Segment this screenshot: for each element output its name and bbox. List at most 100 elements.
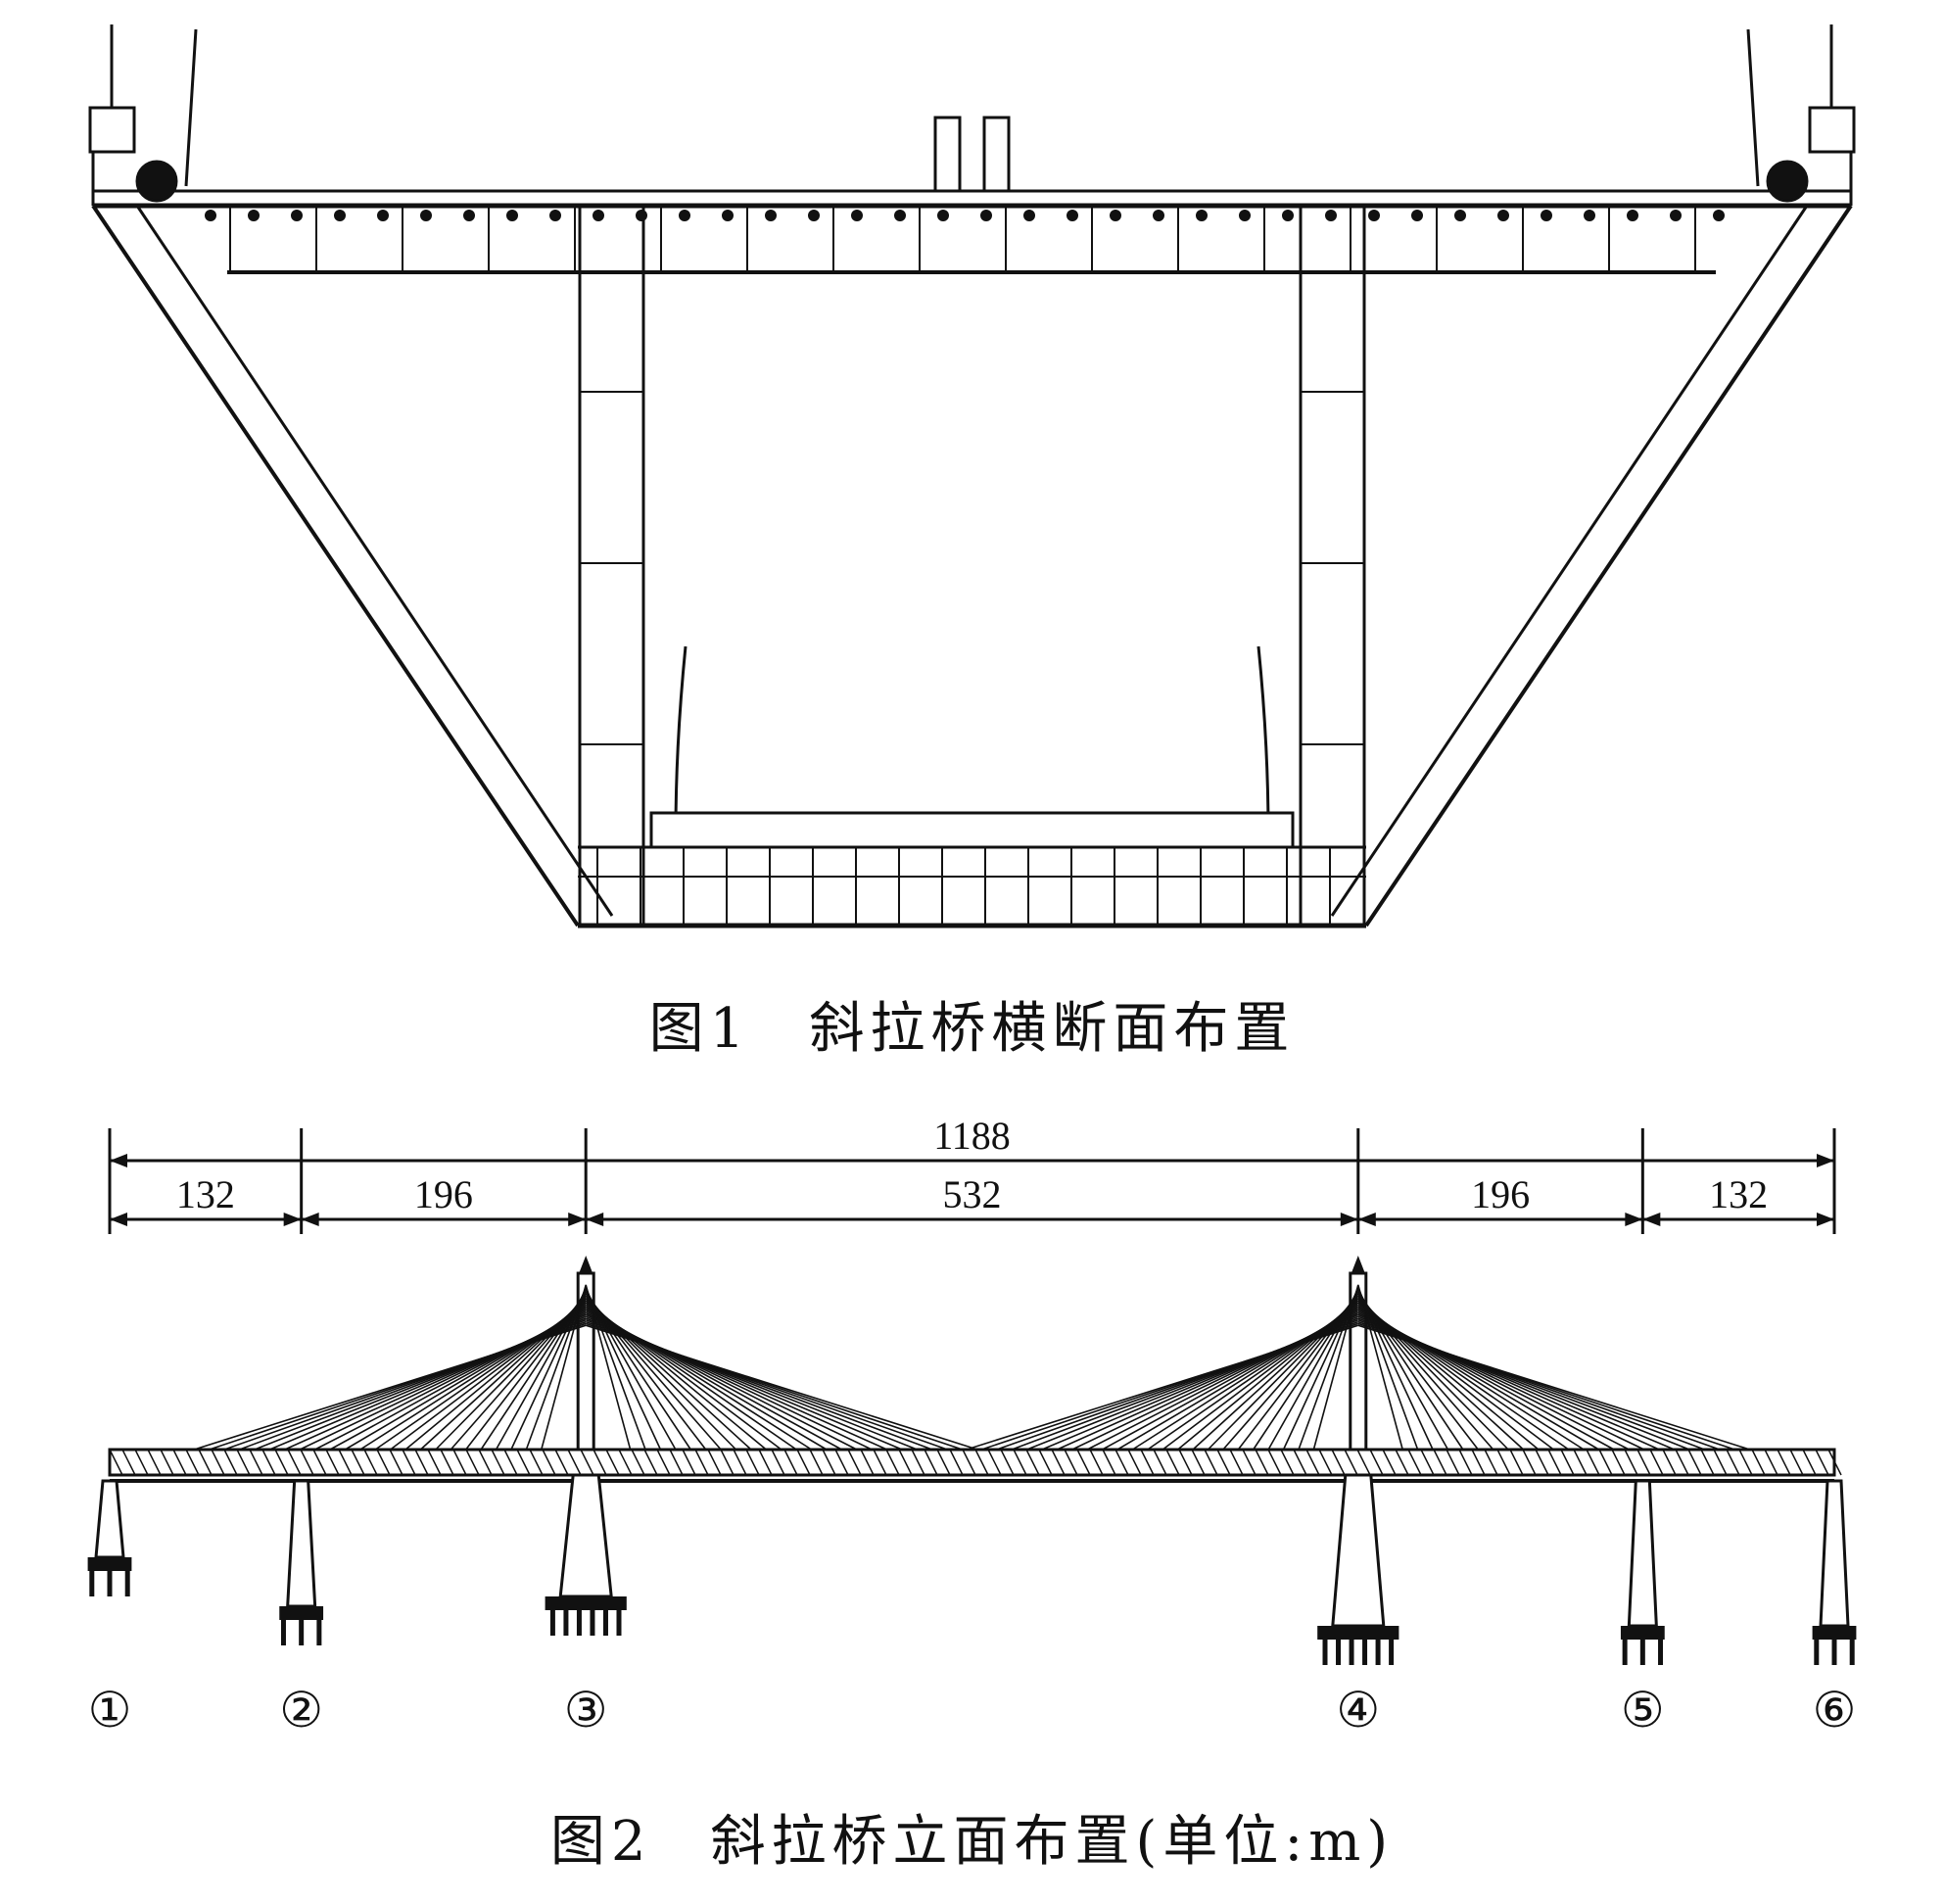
deck-rib bbox=[1584, 210, 1595, 221]
truss-diagonal bbox=[822, 1449, 836, 1476]
railings-and-pylons bbox=[88, 24, 1856, 849]
deck-rib bbox=[851, 210, 863, 221]
truss-diagonal bbox=[1153, 1449, 1167, 1476]
figure1-caption-number: 图1 bbox=[648, 997, 751, 1061]
truss-diagonal bbox=[427, 1449, 442, 1476]
truss-diagonal bbox=[834, 1449, 849, 1476]
truss-diagonal bbox=[1178, 1449, 1193, 1476]
deck-rib bbox=[1411, 210, 1423, 221]
truss-diagonal bbox=[911, 1449, 925, 1476]
truss-diagonal bbox=[1076, 1449, 1091, 1476]
deck-rib bbox=[722, 210, 734, 221]
truss-diagonal bbox=[567, 1449, 582, 1476]
truss-diagonal bbox=[554, 1449, 569, 1476]
pylon-top bbox=[1351, 1256, 1365, 1273]
truss-diagonal bbox=[338, 1449, 353, 1476]
deck-rib bbox=[1541, 210, 1552, 221]
truss-diagonal bbox=[1446, 1449, 1460, 1476]
deck-rib bbox=[1153, 210, 1164, 221]
truss-diagonal bbox=[160, 1449, 174, 1476]
truss-diagonal bbox=[1687, 1449, 1702, 1476]
total-span-label: 1188 bbox=[933, 1114, 1011, 1158]
truss-diagonal bbox=[771, 1449, 785, 1476]
truss-diagonal bbox=[1484, 1449, 1498, 1476]
truss-diagonal bbox=[1038, 1449, 1053, 1476]
deck-rib bbox=[1497, 210, 1509, 221]
span-label: 532 bbox=[943, 1172, 1002, 1216]
truss-diagonal bbox=[542, 1449, 556, 1476]
truss-diagonal bbox=[1751, 1449, 1766, 1476]
truss-diagonal bbox=[1433, 1449, 1447, 1476]
deck-rib bbox=[463, 210, 475, 221]
pier-number: ② bbox=[279, 1683, 323, 1737]
truss-diagonal bbox=[1598, 1449, 1613, 1476]
truss-diagonal bbox=[1229, 1449, 1244, 1476]
truss-diagonal bbox=[1331, 1449, 1346, 1476]
pile-cap bbox=[279, 1606, 324, 1620]
pile-cap bbox=[1620, 1626, 1665, 1640]
figure2-caption-text: 斜拉桥立面布置(单位:m) bbox=[710, 1810, 1395, 1874]
deck-rib bbox=[1110, 210, 1121, 221]
truss-diagonal bbox=[1000, 1449, 1015, 1476]
truss-diagonal bbox=[949, 1449, 964, 1476]
truss-diagonal bbox=[898, 1449, 913, 1476]
truss-diagonal bbox=[643, 1449, 658, 1476]
truss-diagonal bbox=[1726, 1449, 1740, 1476]
pile-cap bbox=[87, 1557, 132, 1571]
truss-diagonal bbox=[1535, 1449, 1549, 1476]
stay-cable bbox=[1357, 1324, 1751, 1451]
truss-diagonal bbox=[720, 1449, 735, 1476]
truss-diagonal bbox=[809, 1449, 824, 1476]
deck-rib bbox=[593, 210, 604, 221]
pier-number: ④ bbox=[1336, 1683, 1380, 1737]
truss-diagonal bbox=[478, 1449, 493, 1476]
span-label: 132 bbox=[176, 1172, 235, 1216]
truss-diagonal bbox=[1662, 1449, 1677, 1476]
deck-rib bbox=[248, 210, 260, 221]
truss-diagonal bbox=[1267, 1449, 1282, 1476]
truss-diagonal bbox=[440, 1449, 454, 1476]
truss-diagonal bbox=[185, 1449, 200, 1476]
truss-diagonal bbox=[529, 1449, 544, 1476]
truss-diagonal bbox=[1560, 1449, 1575, 1476]
truss-diagonal bbox=[618, 1449, 633, 1476]
truss-diagonal bbox=[134, 1449, 149, 1476]
truss-diagonal bbox=[1395, 1449, 1409, 1476]
truss-diagonal bbox=[1204, 1449, 1218, 1476]
truss-diagonal bbox=[300, 1449, 314, 1476]
dimension-arrow bbox=[1817, 1213, 1834, 1226]
figure2-caption-number: 图2 bbox=[549, 1810, 652, 1874]
dimension-arrow bbox=[568, 1213, 587, 1226]
truss-diagonal bbox=[516, 1449, 531, 1476]
truss-diagonal bbox=[236, 1449, 251, 1476]
truss-diagonal bbox=[1089, 1449, 1104, 1476]
truss-diagonal bbox=[351, 1449, 365, 1476]
dimension-arrow bbox=[283, 1213, 302, 1226]
dimension-arrow bbox=[1817, 1154, 1834, 1167]
truss-diagonal bbox=[974, 1449, 989, 1476]
truss-diagonal bbox=[1636, 1449, 1651, 1476]
truss-diagonal bbox=[1815, 1449, 1829, 1476]
truss-diagonal bbox=[873, 1449, 887, 1476]
truss-diagonal bbox=[682, 1449, 696, 1476]
truss-diagonal bbox=[707, 1449, 722, 1476]
truss-diagonal bbox=[1713, 1449, 1728, 1476]
truss-diagonal bbox=[198, 1449, 213, 1476]
truss-diagonal bbox=[1675, 1449, 1689, 1476]
truss-diagonal bbox=[796, 1449, 811, 1476]
deck-rib bbox=[334, 210, 346, 221]
deck-rib bbox=[506, 210, 518, 221]
truss-diagonal bbox=[1140, 1449, 1155, 1476]
truss-diagonal bbox=[1382, 1449, 1397, 1476]
dimension-arrow bbox=[1625, 1213, 1643, 1226]
pile-cap bbox=[1812, 1626, 1857, 1640]
deck-rib bbox=[679, 210, 690, 221]
pier-number: ③ bbox=[564, 1683, 608, 1737]
deck-rib bbox=[1023, 210, 1035, 221]
deck-rib bbox=[1713, 210, 1725, 221]
dimension-arrow bbox=[301, 1213, 319, 1226]
truss-diagonal bbox=[287, 1449, 302, 1476]
truss-diagonal bbox=[452, 1449, 467, 1476]
